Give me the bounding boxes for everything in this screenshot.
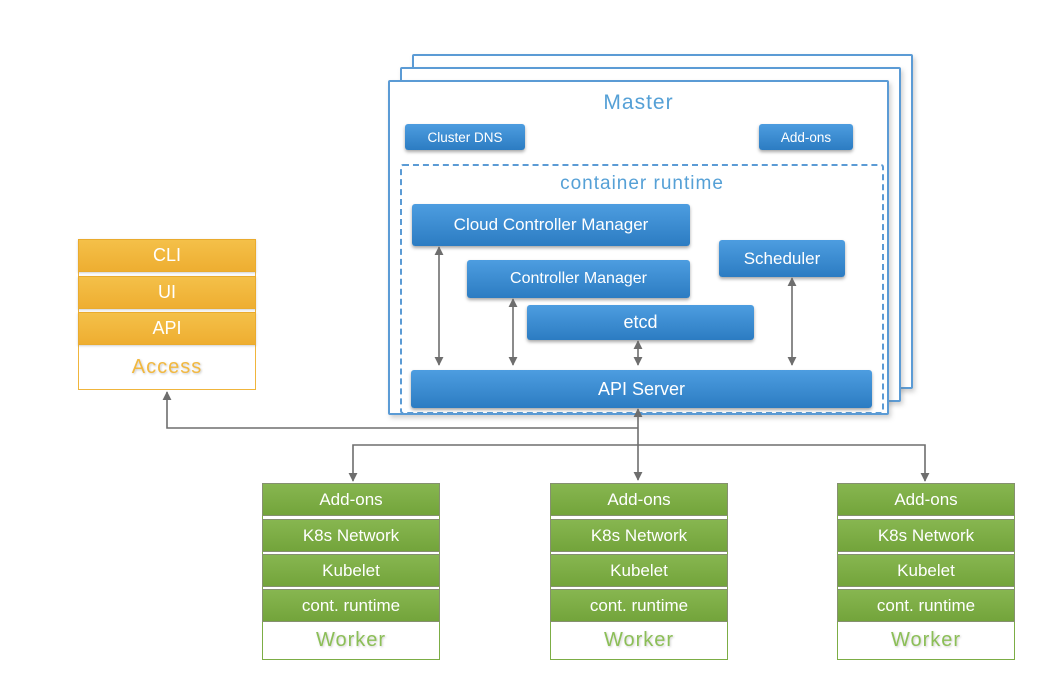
master-addons-box: Add-ons [759,124,853,150]
container-runtime-title: container runtime [560,173,724,194]
worker2-k8s-network-bar: K8s Network [550,519,728,552]
controller-manager-box: Controller Manager [467,260,690,298]
worker1-container-runtime-bar: cont. runtime [262,589,440,622]
worker1-kubelet-bar: Kubelet [262,554,440,587]
container-runtime-box: container runtime Cloud Controller Manag… [400,164,884,414]
access-label: Access [131,355,203,378]
worker3-k8s-network-bar: K8s Network [837,519,1015,552]
worker-node-2: Add-ons K8s Network Kubelet cont. runtim… [550,483,728,660]
access-group-box: CLI UI API Access [78,239,256,390]
worker3-kubelet-bar: Kubelet [837,554,1015,587]
master-node-box: Master Cluster DNS Add-ons container run… [388,80,889,415]
access-cli-bar: CLI [78,239,256,272]
cloud-controller-manager-box: Cloud Controller Manager [412,204,690,246]
worker3-addons-bar: Add-ons [837,483,1015,516]
worker2-container-runtime-bar: cont. runtime [550,589,728,622]
worker2-kubelet-bar: Kubelet [550,554,728,587]
etcd-box: etcd [527,305,754,340]
worker-node-1: Add-ons K8s Network Kubelet cont. runtim… [262,483,440,660]
worker2-addons-bar: Add-ons [550,483,728,516]
api-server-box: API Server [411,370,872,408]
arrow-api-worker1-worker3 [348,444,930,482]
worker3-label: Worker [890,629,962,651]
scheduler-box: Scheduler [719,240,845,277]
worker3-container-runtime-bar: cont. runtime [837,589,1015,622]
worker-node-3: Add-ons K8s Network Kubelet cont. runtim… [837,483,1015,660]
access-ui-bar: UI [78,276,256,309]
worker1-label: Worker [315,629,387,651]
worker1-addons-bar: Add-ons [262,483,440,516]
master-title: Master [603,91,674,114]
worker2-label: Worker [603,629,675,651]
access-api-bar: API [78,312,256,345]
worker1-k8s-network-bar: K8s Network [262,519,440,552]
cluster-dns-box: Cluster DNS [405,124,525,150]
